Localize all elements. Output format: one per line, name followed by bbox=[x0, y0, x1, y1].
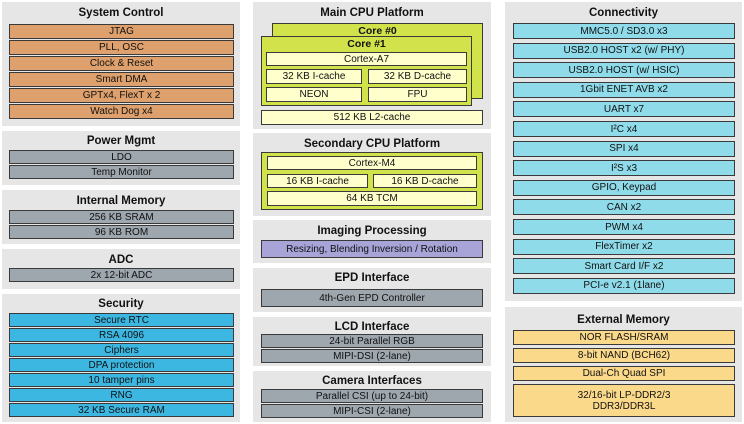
fpu-block: FPU bbox=[368, 87, 467, 102]
can-block: CAN x2 bbox=[513, 199, 735, 216]
rom-block: 96 KB ROM bbox=[9, 225, 234, 239]
resizing-block: Resizing, Blending Inversion / Rotation bbox=[261, 240, 483, 258]
system-control-title: System Control bbox=[78, 7, 164, 19]
secondary-cpu-title: Secondary CPU Platform bbox=[303, 138, 441, 150]
camera-title: Camera Interfaces bbox=[322, 375, 422, 387]
pcie-block: PCI-e v2.1 (1lane) bbox=[513, 277, 735, 294]
security-title: Security bbox=[98, 298, 144, 310]
adc-block: 2x 12-bit ADC bbox=[9, 268, 234, 282]
rsa-block: RSA 4096 bbox=[9, 328, 234, 342]
pll-osc-block: PLL, OSC bbox=[9, 40, 234, 55]
ddr-line-1: 32/16-bit LP-DDR2/3 bbox=[577, 389, 671, 401]
nor-flash-block: NOR FLASH/SRAM bbox=[513, 330, 735, 345]
epd-panel: EPD Interface 4th-Gen EPD Controller bbox=[253, 268, 491, 312]
mipi-dsi-block: MIPI-DSI (2-lane) bbox=[261, 349, 483, 363]
gpt-flext-block: GPTx4, FlexT x 2 bbox=[9, 88, 234, 103]
power-mgmt-title: Power Mgmt bbox=[86, 135, 156, 147]
power-mgmt-panel: Power Mgmt LDO Temp Monitor bbox=[2, 131, 240, 185]
lcd-title: LCD Interface bbox=[334, 321, 410, 333]
camera-panel: Camera Interfaces Parallel CSI (up to 24… bbox=[253, 371, 491, 422]
i2s-block: I²S x3 bbox=[513, 160, 735, 177]
flextimer-block: FlexTimer x2 bbox=[513, 238, 735, 255]
jtag-block: JTAG bbox=[9, 24, 234, 39]
adc-title: ADC bbox=[108, 254, 134, 266]
tcm-block: 64 KB TCM bbox=[267, 191, 477, 206]
tamper-block: 10 tamper pins bbox=[9, 373, 234, 387]
usb-host-hsic-block: USB2.0 HOST (w/ HSIC) bbox=[513, 62, 735, 79]
dpa-block: DPA protection bbox=[9, 358, 234, 372]
security-panel: Security Secure RTC RSA 4096 Ciphers DPA… bbox=[2, 294, 240, 422]
system-control-panel: System Control JTAG PLL, OSC Clock & Res… bbox=[2, 2, 240, 126]
core0-label: Core #0 bbox=[358, 25, 397, 37]
ciphers-block: Ciphers bbox=[9, 343, 234, 357]
external-memory-title: External Memory bbox=[577, 314, 670, 326]
m4-dcache-block: 16 KB D-cache bbox=[373, 174, 477, 188]
main-cpu-panel: Main CPU Platform Core #0 Core #1 Cortex… bbox=[253, 2, 491, 129]
l2-cache-block: 512 KB L2-cache bbox=[261, 110, 483, 125]
main-cpu-title: Main CPU Platform bbox=[320, 7, 424, 19]
nand-block: 8-bit NAND (BCH62) bbox=[513, 348, 735, 363]
internal-memory-panel: Internal Memory 256 KB SRAM 96 KB ROM bbox=[2, 190, 240, 244]
usb-host-phy-block: USB2.0 HOST x2 (w/ PHY) bbox=[513, 42, 735, 59]
core1-block: Core #1 Cortex-A7 32 KB I-cache 32 KB D-… bbox=[261, 36, 472, 106]
gpio-keypad-block: GPIO, Keypad bbox=[513, 179, 735, 196]
m4-icache-block: 16 KB I-cache bbox=[267, 174, 368, 188]
secure-rtc-block: Secure RTC bbox=[9, 313, 234, 327]
a7-icache-block: 32 KB I-cache bbox=[266, 69, 362, 84]
quad-spi-block: Dual-Ch Quad SPI bbox=[513, 366, 735, 381]
epd-title: EPD Interface bbox=[334, 272, 410, 284]
smart-card-block: Smart Card I/F x2 bbox=[513, 258, 735, 275]
smart-dma-block: Smart DMA bbox=[9, 72, 234, 87]
temp-monitor-block: Temp Monitor bbox=[9, 165, 234, 179]
parallel-csi-block: Parallel CSI (up to 24-bit) bbox=[261, 389, 483, 403]
imaging-panel: Imaging Processing Resizing, Blending In… bbox=[253, 220, 491, 263]
clock-reset-block: Clock & Reset bbox=[9, 56, 234, 71]
ddr-block: 32/16-bit LP-DDR2/3 DDR3/DDR3L bbox=[513, 384, 735, 417]
lcd-panel: LCD Interface 24-bit Parallel RGB MIPI-D… bbox=[253, 317, 491, 366]
sram-block: 256 KB SRAM bbox=[9, 210, 234, 224]
enet-avb-block: 1Gbit ENET AVB x2 bbox=[513, 81, 735, 98]
rng-block: RNG bbox=[9, 388, 234, 402]
watchdog-block: Watch Dog x4 bbox=[9, 104, 234, 119]
connectivity-title: Connectivity bbox=[588, 7, 658, 19]
neon-block: NEON bbox=[266, 87, 362, 102]
connectivity-panel: Connectivity MMC5.0 / SD3.0 x3 USB2.0 HOS… bbox=[505, 2, 742, 301]
i2c-block: I²C x4 bbox=[513, 121, 735, 137]
adc-panel: ADC 2x 12-bit ADC bbox=[2, 249, 240, 289]
mmc-sd-block: MMC5.0 / SD3.0 x3 bbox=[513, 23, 735, 39]
cortex-a7-block: Cortex-A7 bbox=[266, 52, 467, 66]
internal-memory-title: Internal Memory bbox=[76, 195, 166, 207]
ddr-line-2: DDR3/DDR3L bbox=[592, 400, 656, 412]
secure-ram-block: 32 KB Secure RAM bbox=[9, 403, 234, 417]
core1-label: Core #1 bbox=[347, 38, 386, 50]
imaging-title: Imaging Processing bbox=[317, 225, 427, 237]
ldo-block: LDO bbox=[9, 150, 234, 164]
cortex-m4-complex: Cortex-M4 16 KB I-cache 16 KB D-cache 64… bbox=[261, 152, 483, 210]
mipi-csi-block: MIPI-CSI (2-lane) bbox=[261, 404, 483, 418]
pwm-block: PWM x4 bbox=[513, 219, 735, 235]
epd-controller-block: 4th-Gen EPD Controller bbox=[261, 289, 483, 307]
spi-block: SPI x4 bbox=[513, 140, 735, 157]
external-memory-panel: External Memory NOR FLASH/SRAM 8-bit NAN… bbox=[505, 307, 742, 422]
cortex-m4-block: Cortex-M4 bbox=[267, 156, 477, 170]
a7-dcache-block: 32 KB D-cache bbox=[368, 69, 467, 84]
parallel-rgb-block: 24-bit Parallel RGB bbox=[261, 334, 483, 348]
secondary-cpu-panel: Secondary CPU Platform Cortex-M4 16 KB I… bbox=[253, 133, 491, 216]
uart-block: UART x7 bbox=[513, 101, 735, 118]
